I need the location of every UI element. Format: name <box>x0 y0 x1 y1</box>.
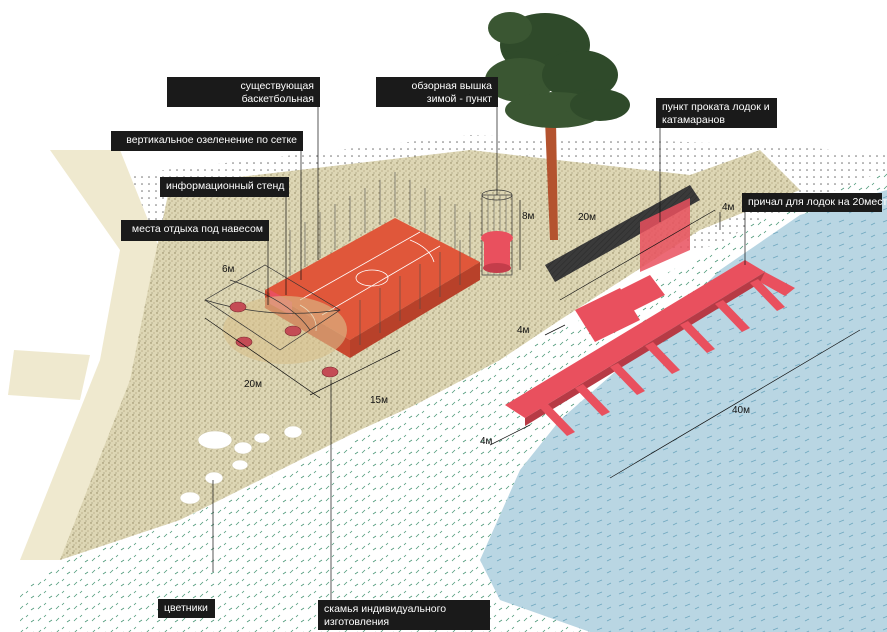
boat-pier <box>505 260 795 436</box>
water-body <box>480 190 887 632</box>
label-observation-tower: обзорная вышка зимой - пункт обогрева <box>376 77 498 118</box>
dim-pier-40m: 40м <box>732 405 750 416</box>
pine-tree <box>485 12 630 240</box>
canopy-rest-area <box>204 264 347 378</box>
path-band <box>20 150 160 560</box>
dim-court-15m: 15м <box>370 395 388 406</box>
label-custom-bench: скамья индивидуального изготовления <box>318 600 490 630</box>
dim-rental-20m: 20м <box>578 212 596 223</box>
label-boat-pier: причал для лодок на 20мест <box>742 193 887 212</box>
flower-bed-circles <box>179 425 303 505</box>
label-vertical-greening: вертикальное озеленение по сетке <box>111 131 303 151</box>
dim-canopy-6m: 6м <box>222 264 235 275</box>
leader-lines <box>204 107 861 600</box>
label-canopy-rest: места отдыха под навесом <box>121 220 269 241</box>
dim-tower-8m: 8м <box>522 211 535 222</box>
dim-pier-4m: 4м <box>480 436 493 447</box>
dim-rental-4m: 4м <box>722 202 735 213</box>
label-boat-rental: пункт проката лодок и катамаранов <box>656 98 777 128</box>
sand-ground <box>60 150 800 560</box>
boat-rental-pavilion <box>545 185 700 342</box>
dim-rental-gap-4m: 4м <box>517 325 530 336</box>
label-info-stand: информационный стенд <box>160 177 289 197</box>
label-basketball-court: существующая баскетбольная площадка <box>167 77 320 118</box>
observation-tower <box>481 189 513 276</box>
dim-canopy-20m: 20м <box>244 379 262 390</box>
label-flower-beds: цветники <box>158 599 215 618</box>
path-band-branch <box>8 350 90 400</box>
